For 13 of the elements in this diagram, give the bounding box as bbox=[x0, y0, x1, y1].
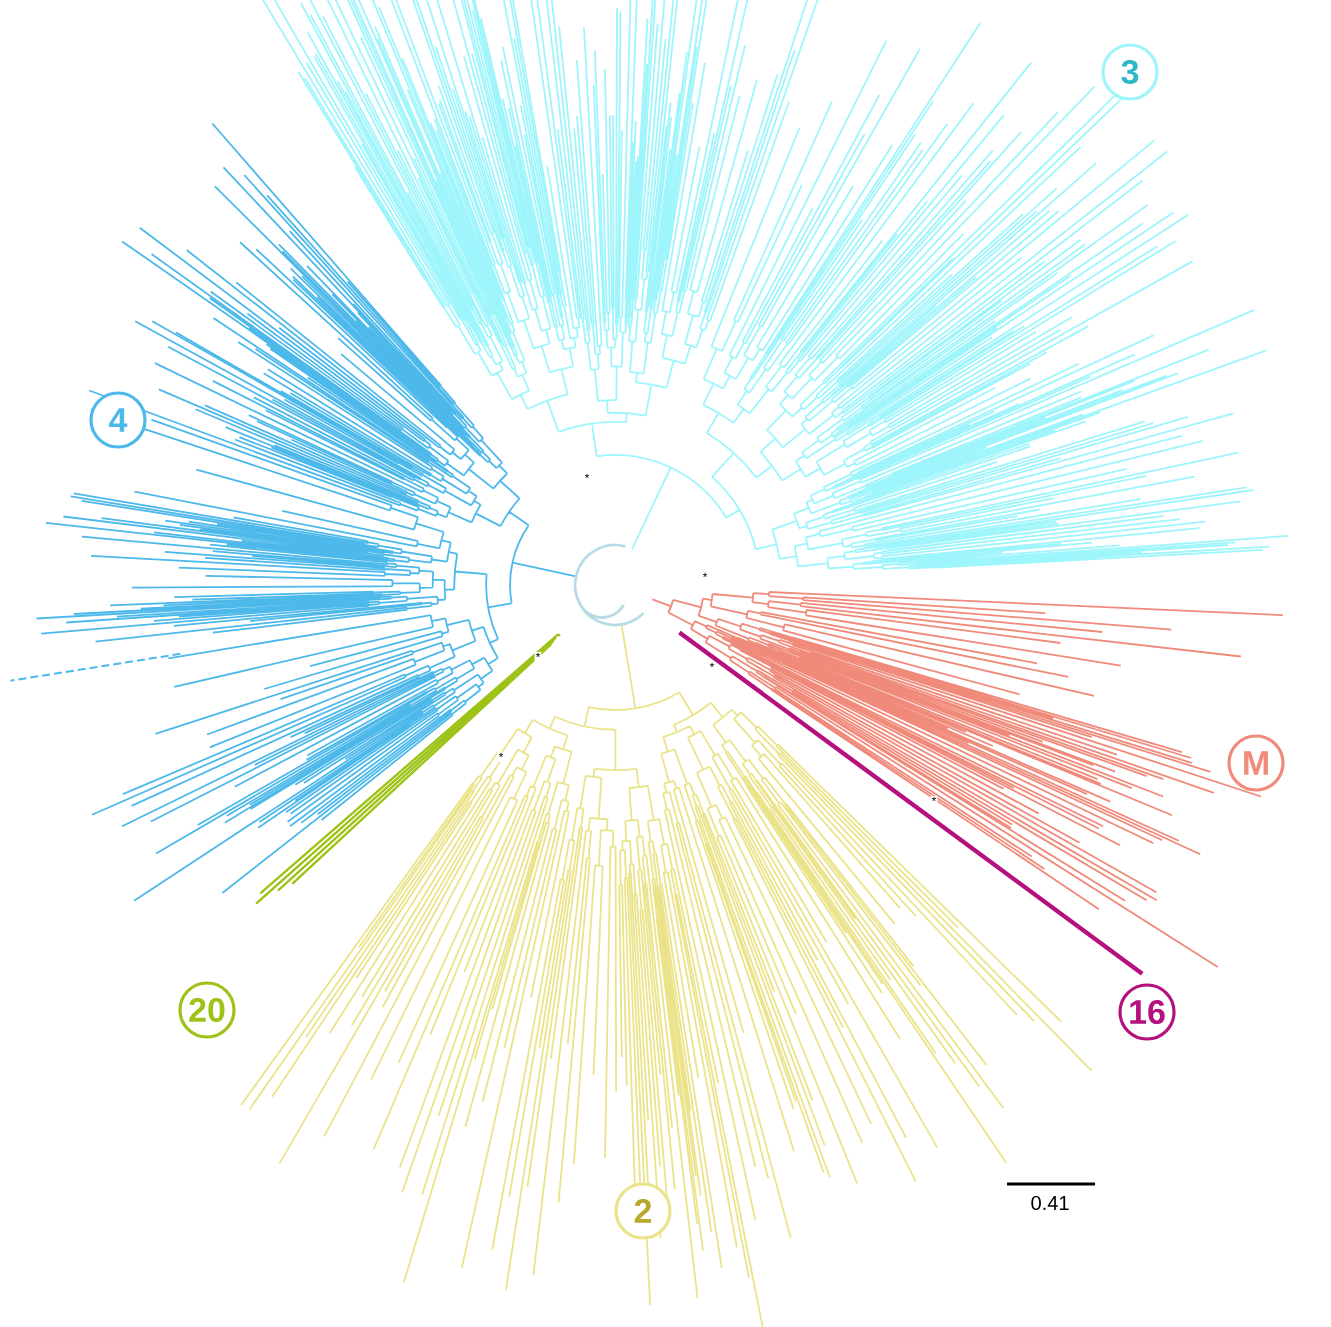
support-asterisk: * bbox=[930, 795, 938, 807]
support-asterisk: * bbox=[701, 571, 709, 583]
support-asterisk: * bbox=[534, 651, 542, 663]
clade-label: 3 bbox=[1101, 43, 1159, 101]
support-asterisk: * bbox=[583, 472, 591, 484]
clade-label: 16 bbox=[1118, 983, 1176, 1041]
support-asterisk: * bbox=[708, 661, 716, 673]
clade-label: M bbox=[1227, 734, 1285, 792]
support-asterisk: * bbox=[497, 751, 505, 763]
clade-label: 20 bbox=[178, 981, 236, 1039]
clade-label: 4 bbox=[89, 391, 147, 449]
scale-label: 0.41 bbox=[1031, 1195, 1069, 1211]
clade-label: 2 bbox=[614, 1182, 672, 1240]
